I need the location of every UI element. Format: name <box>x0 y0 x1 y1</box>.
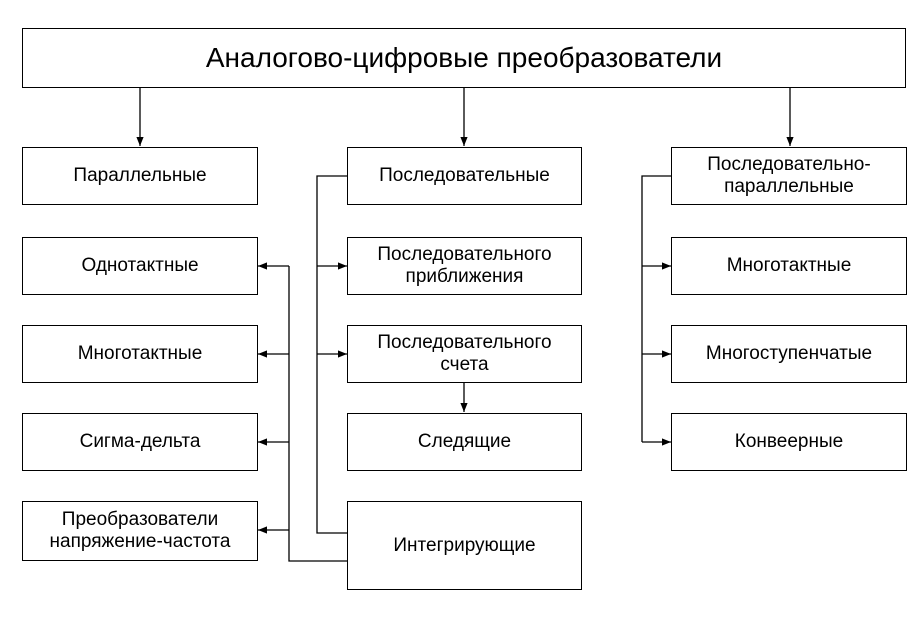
seqpar-header-label: Последовательно- параллельные <box>707 154 871 197</box>
parallel-item-label: Однотактные <box>81 255 199 276</box>
sequential-header-label: Последовательные <box>379 165 550 186</box>
parallel-item-label: Сигма-дельта <box>79 431 201 452</box>
seqpar-item-box: Конвеерные <box>671 413 907 471</box>
sequential-item-label: Следящие <box>417 431 512 452</box>
parallel-item-box: Преобразователи напряжение-частота <box>22 501 258 561</box>
sequential-item-label: Последовательного счета <box>377 332 552 375</box>
parallel-item-box: Многотактные <box>22 325 258 383</box>
sequential-item-box: Последовательного счета <box>347 325 582 383</box>
parallel-item-box: Однотактные <box>22 237 258 295</box>
parallel-item-label: Преобразователи напряжение-частота <box>49 509 231 552</box>
sequential-item-box: Следящие <box>347 413 582 471</box>
seqpar-header-box: Последовательно- параллельные <box>671 147 907 205</box>
parallel-header-box: Параллельные <box>22 147 258 205</box>
sequential-header-box: Последовательные <box>347 147 582 205</box>
sequential-item-box: Интегрирующие <box>347 501 582 590</box>
seqpar-item-box: Многотактные <box>671 237 907 295</box>
title-text: Аналогово-цифровые преобразователи <box>205 42 723 73</box>
seqpar-item-label: Многотактные <box>726 255 852 276</box>
sequential-item-box: Последовательного приближения <box>347 237 582 295</box>
seqpar-item-label: Конвеерные <box>734 431 844 452</box>
parallel-item-box: Сигма-дельта <box>22 413 258 471</box>
seqpar-item-label: Многоступенчатые <box>705 343 873 364</box>
seqpar-item-box: Многоступенчатые <box>671 325 907 383</box>
sequential-item-label: Последовательного приближения <box>377 244 552 287</box>
title-box: Аналогово-цифровые преобразователи <box>22 28 906 88</box>
parallel-header-label: Параллельные <box>73 165 207 186</box>
sequential-item-label: Интегрирующие <box>393 534 536 556</box>
parallel-item-label: Многотактные <box>77 343 203 364</box>
